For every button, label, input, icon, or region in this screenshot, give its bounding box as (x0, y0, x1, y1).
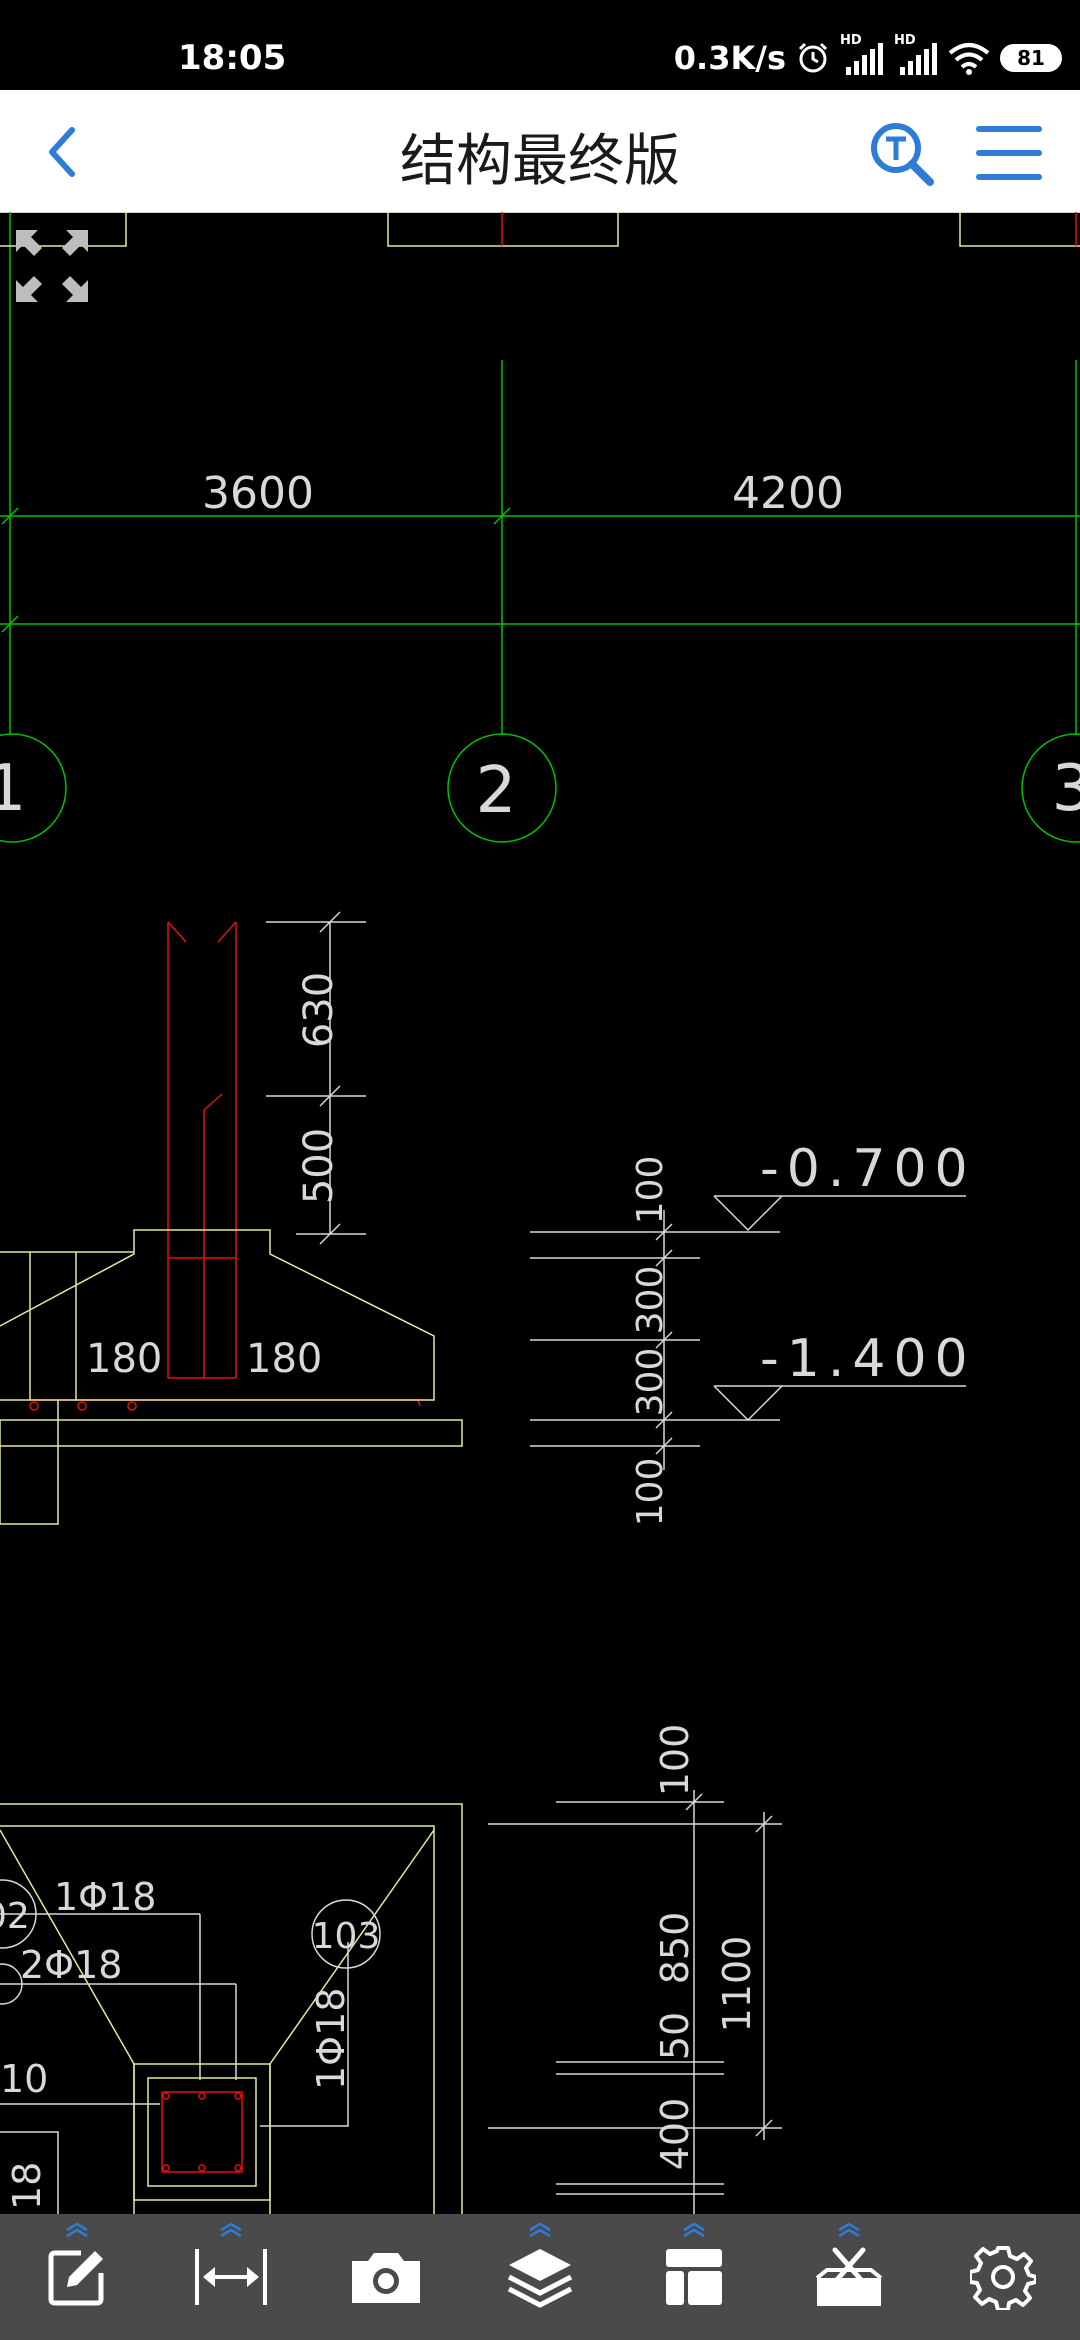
misc-label: 18 (5, 2162, 49, 2210)
dim-label: 850 (653, 1912, 697, 1985)
layout-icon (666, 2249, 723, 2305)
toolbox-tool-button[interactable] (789, 2214, 909, 2340)
axis-label: 1 (0, 752, 26, 826)
axis-labels: 1 2 3 (0, 752, 1080, 828)
signal-hd-label: HD (894, 33, 916, 48)
bottom-toolbar (0, 2214, 1080, 2340)
dim-label: 100 (653, 1724, 697, 1797)
settings-tool-button[interactable] (943, 2214, 1063, 2340)
expand-up-icon (66, 2222, 88, 2238)
dim-label: 180 (246, 1336, 322, 1382)
status-indicators: 0.3K/s HD HD (673, 33, 1062, 80)
ref-label: 103 (312, 1916, 381, 1957)
app-header: 结构最终版 (0, 90, 1080, 213)
footing-dims: 630 500 180 180 (86, 972, 342, 1382)
footing-plan (0, 1790, 782, 2214)
expand-up-icon (529, 2222, 551, 2238)
dim-label: 500 (296, 1128, 342, 1204)
layers-tool-button[interactable] (480, 2214, 600, 2340)
expand-up-icon (837, 2222, 860, 2238)
axis-label: 2 (476, 754, 517, 828)
expand-up-icon (683, 2222, 705, 2238)
edit-tool-button[interactable] (17, 2214, 137, 2340)
status-bar: 18:05 0.3K/s HD HD (0, 0, 1080, 90)
back-button[interactable] (28, 112, 108, 192)
expand-up-icon (220, 2222, 243, 2238)
camera-icon (351, 2253, 420, 2303)
grid-lines (0, 212, 1080, 843)
menu-button[interactable] (970, 118, 1048, 188)
elevation-markers (530, 1195, 966, 1470)
net-speed: 0.3K/s (673, 39, 786, 77)
dim-label: 50 (653, 2012, 697, 2060)
edit-icon (48, 2250, 104, 2306)
signal-strength-icon: HD (840, 33, 884, 77)
axis-label: 3 (1052, 752, 1080, 826)
battery-indicator: 81 (1000, 44, 1062, 72)
elevation-dims: 100 300 300 100 (630, 1156, 671, 1527)
chevron-left-icon (49, 127, 75, 177)
drawing-canvas[interactable]: 3600 4200 1 2 3 (0, 212, 1080, 2214)
dim-label: 630 (296, 972, 342, 1048)
grid-dimensions: 3600 4200 (202, 468, 844, 519)
measure-icon (195, 2249, 268, 2305)
layout-tool-button[interactable] (634, 2214, 754, 2340)
page-title: 结构最终版 (400, 129, 680, 194)
elevation-label: -0.700 (760, 1139, 976, 1199)
footing-section (0, 911, 463, 1525)
signal-hd-label: HD (840, 33, 862, 48)
wifi-icon (948, 43, 990, 75)
signal-strength-icon: HD (894, 33, 938, 77)
layers-icon (507, 2249, 573, 2308)
cad-drawing[interactable]: 3600 4200 1 2 3 (0, 212, 1080, 2214)
camera-tool-button[interactable] (326, 2214, 446, 2340)
fullscreen-button[interactable] (12, 226, 92, 306)
elevation-label: -1.400 (760, 1329, 976, 1389)
measure-tool-button[interactable] (171, 2214, 291, 2340)
top-outlines (0, 212, 1080, 247)
dim-label: 300 (630, 1266, 671, 1335)
elevation-labels: -0.700 -1.400 (760, 1139, 976, 1389)
rebar-label: 1Φ18 (54, 1875, 156, 1919)
toolbox-icon (815, 2247, 882, 2306)
hamburger-menu-icon (976, 126, 1042, 180)
dim-label: 4200 (732, 468, 844, 519)
dim-label: 100 (630, 1458, 671, 1527)
dim-label: 1100 (715, 1936, 759, 2033)
status-time: 18:05 (178, 38, 287, 78)
plan-labels: 1Φ18 2Φ18 1Φ18 103 02 10 18 100 850 50 4… (0, 1724, 759, 2210)
dim-label: 180 (86, 1336, 162, 1382)
dim-label: 300 (630, 1348, 671, 1417)
text-search-button[interactable] (866, 118, 942, 188)
ref-label: 02 (0, 1896, 30, 1937)
expand-arrows-icon (16, 230, 88, 302)
misc-label: 10 (0, 2057, 48, 2101)
dim-label: 100 (630, 1156, 671, 1225)
text-search-icon (871, 123, 934, 186)
rebar-label: 1Φ18 (309, 1988, 353, 2090)
settings-icon (969, 2246, 1036, 2310)
alarm-icon (798, 42, 828, 73)
dim-label: 400 (653, 2098, 697, 2171)
dim-label: 3600 (202, 468, 314, 519)
rebar-label: 2Φ18 (20, 1943, 122, 1987)
